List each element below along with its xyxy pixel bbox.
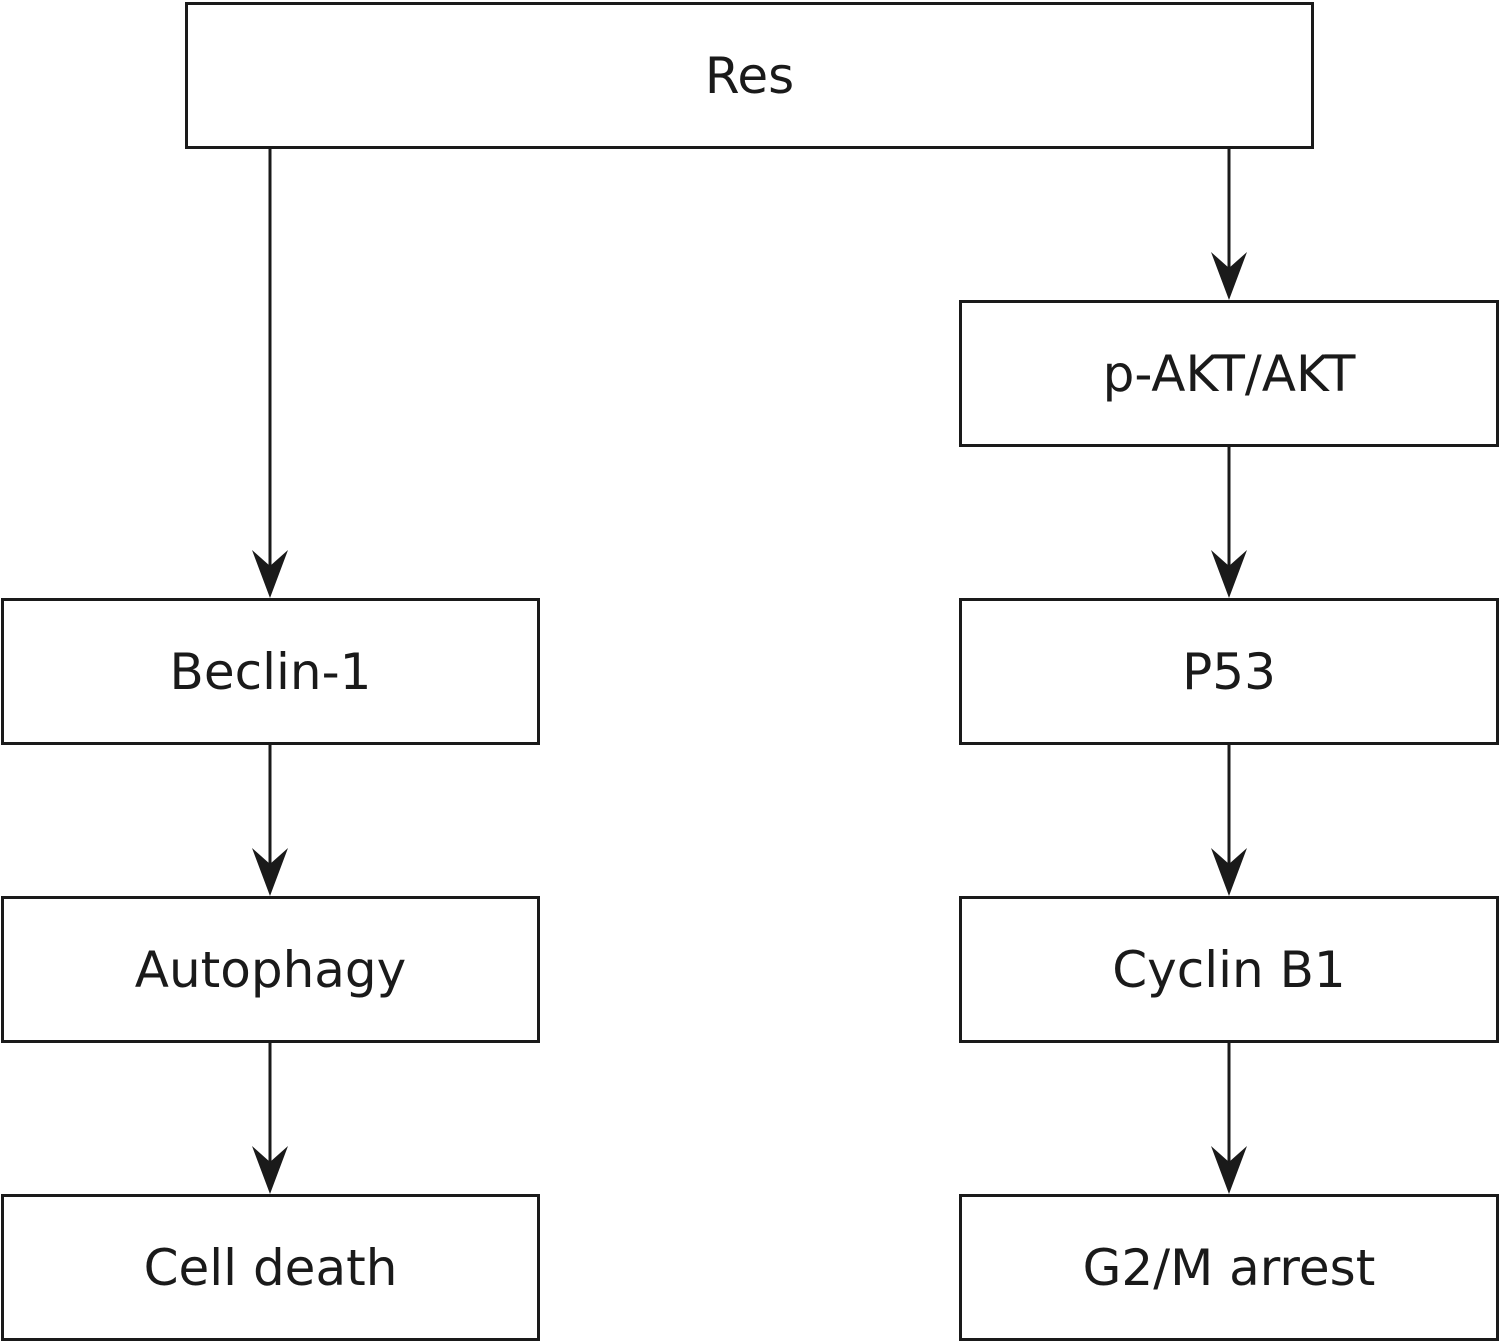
node-p53: P53 — [959, 598, 1499, 745]
node-res-label: Res — [704, 46, 795, 105]
node-g2m-arrest-label: G2/M arrest — [1082, 1238, 1376, 1297]
node-cyclin-b1-label: Cyclin B1 — [1112, 940, 1346, 999]
node-beclin-1-label: Beclin-1 — [169, 642, 372, 701]
node-p53-label: P53 — [1182, 642, 1276, 701]
arrow-pakt-to-p53 — [1211, 447, 1247, 598]
node-g2m-arrest: G2/M arrest — [959, 1194, 1499, 1341]
node-p-akt-akt: p-AKT/AKT — [959, 300, 1499, 447]
node-beclin-1: Beclin-1 — [1, 598, 540, 745]
node-cyclin-b1: Cyclin B1 — [959, 896, 1499, 1043]
node-p-akt-akt-label: p-AKT/AKT — [1102, 344, 1356, 403]
node-res: Res — [185, 2, 1314, 149]
arrow-beclin-to-autophagy — [252, 745, 288, 896]
arrow-res-to-beclin — [252, 149, 288, 598]
arrow-cyclin-to-g2m — [1211, 1043, 1247, 1194]
arrow-autophagy-to-cell-death — [252, 1043, 288, 1194]
arrow-res-to-pakt — [1211, 149, 1247, 300]
node-autophagy: Autophagy — [1, 896, 540, 1043]
node-cell-death-label: Cell death — [143, 1238, 398, 1297]
node-autophagy-label: Autophagy — [134, 940, 407, 999]
node-cell-death: Cell death — [1, 1194, 540, 1341]
arrow-p53-to-cyclin — [1211, 745, 1247, 896]
